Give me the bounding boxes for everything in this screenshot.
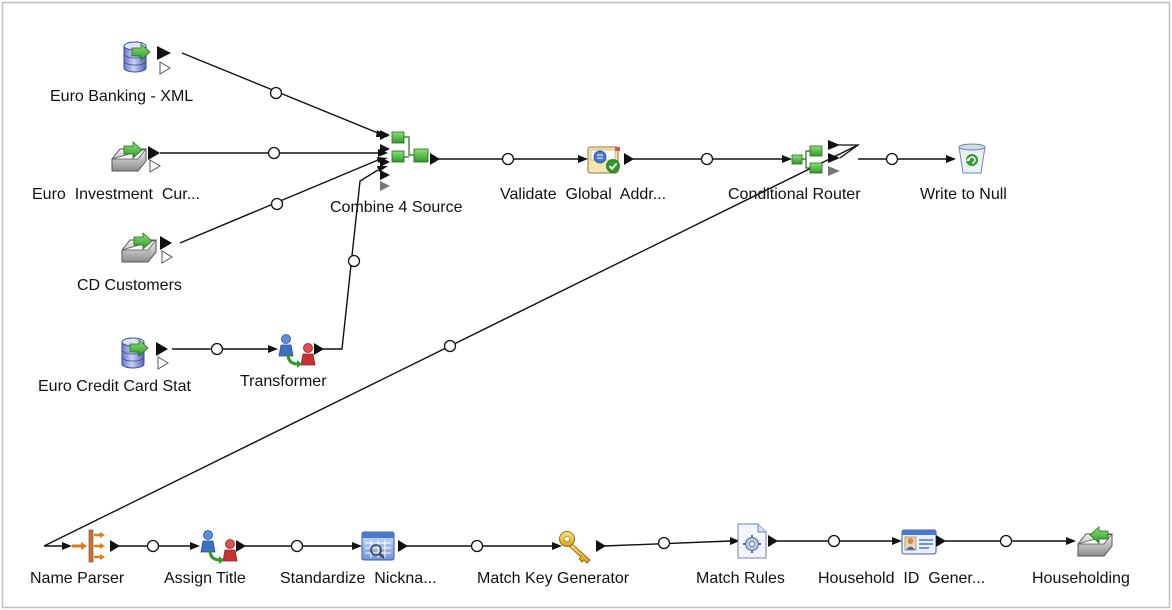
stage-transformer[interactable]: Transformer xyxy=(240,334,327,391)
output-port-icon[interactable] xyxy=(314,343,324,355)
stage-label: Transformer xyxy=(240,373,327,390)
stage-label: Euro Investment Cur... xyxy=(32,186,200,203)
stage-conditional-router[interactable]: Conditional Router xyxy=(728,140,861,203)
database-read-icon xyxy=(123,41,151,73)
channel-handle[interactable] xyxy=(827,534,841,548)
channel-handle[interactable] xyxy=(270,197,284,211)
output-port-icon[interactable] xyxy=(236,540,246,552)
stage-label: Householding xyxy=(1032,570,1130,587)
arrowhead xyxy=(1066,537,1076,545)
output-ports-icon[interactable] xyxy=(828,140,861,176)
stage-label: Assign Title xyxy=(164,570,246,587)
stage-label: Match Rules xyxy=(696,570,785,587)
arrowhead xyxy=(730,537,740,545)
stream-combiner-icon xyxy=(391,131,429,163)
output-port-icon[interactable] xyxy=(160,236,173,264)
stage-name-parser[interactable]: Name Parser xyxy=(30,529,125,587)
stage-combine-4-source[interactable]: Combine 4 Source xyxy=(330,130,463,216)
channel-handle[interactable] xyxy=(269,86,283,100)
channel-handle[interactable] xyxy=(885,152,899,166)
channel-handle[interactable] xyxy=(470,539,484,553)
output-port-icon[interactable] xyxy=(624,153,634,165)
channel-handle[interactable] xyxy=(700,152,714,166)
output-port-icon[interactable] xyxy=(110,540,120,552)
output-port-icon[interactable] xyxy=(156,342,169,370)
stage-label: Euro Banking - XML xyxy=(50,88,193,105)
recycle-bin-icon xyxy=(958,143,986,174)
stage-label: Write to Null xyxy=(920,186,1007,203)
stage-label: Match Key Generator xyxy=(477,570,630,587)
arrowhead xyxy=(377,166,388,172)
stage-label: Household ID Gener... xyxy=(818,570,985,587)
address-validate-icon xyxy=(587,146,620,174)
key-icon xyxy=(559,531,591,564)
file-read-icon xyxy=(111,141,148,172)
match-rules-icon xyxy=(737,523,767,559)
channels xyxy=(43,52,1066,547)
channel-handle[interactable] xyxy=(210,342,224,356)
stage-assign-title[interactable]: Assign Title xyxy=(164,530,246,588)
channel-handle[interactable] xyxy=(347,254,361,268)
channel-handle[interactable] xyxy=(501,152,515,166)
stage-write-to-null[interactable]: Write to Null xyxy=(920,143,1007,203)
arrowhead xyxy=(892,537,902,545)
output-port-icon[interactable] xyxy=(148,146,161,173)
stage-label: CD Customers xyxy=(77,277,182,294)
stage-label: Validate Global Addr... xyxy=(500,186,666,203)
router-icon xyxy=(791,145,823,174)
output-port-icon[interactable] xyxy=(936,535,946,547)
channel-handle[interactable] xyxy=(267,146,281,160)
stage-label: Euro Credit Card Stat xyxy=(38,378,192,395)
stage-cd-customers[interactable]: CD Customers xyxy=(77,232,182,294)
arrowhead xyxy=(782,155,792,163)
file-read-icon xyxy=(121,232,158,263)
stage-match-key-generator[interactable]: Match Key Generator xyxy=(477,531,630,588)
arrowhead xyxy=(62,542,72,550)
stage-euro-credit-card[interactable]: Euro Credit Card Stat xyxy=(38,337,192,395)
stage-standardize-nickname[interactable]: Standardize Nickna... xyxy=(280,531,437,587)
stage-label: Name Parser xyxy=(30,570,125,587)
channel-handle[interactable] xyxy=(146,539,160,553)
stage-match-rules[interactable]: Match Rules xyxy=(696,523,785,587)
channel-handle[interactable] xyxy=(290,539,304,553)
stage-euro-investment[interactable]: Euro Investment Cur... xyxy=(32,141,200,203)
output-port-icon[interactable] xyxy=(430,153,440,165)
transformer-icon xyxy=(278,334,316,368)
channel-handles xyxy=(146,86,1013,553)
id-card-icon xyxy=(901,529,937,555)
stage-validate-global-address[interactable]: Validate Global Addr... xyxy=(500,146,666,203)
transformer-icon xyxy=(200,530,238,564)
output-port-icon[interactable] xyxy=(768,535,778,547)
stage-household-id-generator[interactable]: Household ID Gener... xyxy=(818,529,985,587)
table-lookup-icon xyxy=(361,531,395,561)
input-ports-icon[interactable] xyxy=(380,130,390,191)
channel-handle[interactable] xyxy=(443,339,457,353)
output-port-icon[interactable] xyxy=(596,540,606,552)
arrowhead xyxy=(190,542,200,550)
stage-label: Combine 4 Source xyxy=(330,199,463,216)
stage-label: Standardize Nickna... xyxy=(280,570,437,587)
output-port-icon[interactable] xyxy=(157,46,171,75)
channel-handle[interactable] xyxy=(999,534,1013,548)
channel-handle[interactable] xyxy=(657,536,671,550)
name-parser-icon xyxy=(72,529,105,563)
stage-householding[interactable]: Householding xyxy=(1032,526,1130,587)
stage-euro-banking-xml[interactable]: Euro Banking - XML xyxy=(50,41,193,105)
arrowhead xyxy=(946,155,956,163)
arrowhead xyxy=(268,345,278,353)
arrowhead xyxy=(578,155,588,163)
stage-label: Conditional Router xyxy=(728,186,861,203)
database-read-icon xyxy=(121,337,149,369)
arrowhead xyxy=(552,542,562,550)
file-write-icon xyxy=(1077,526,1114,557)
output-port-icon[interactable] xyxy=(398,540,408,552)
arrowhead xyxy=(352,542,362,550)
